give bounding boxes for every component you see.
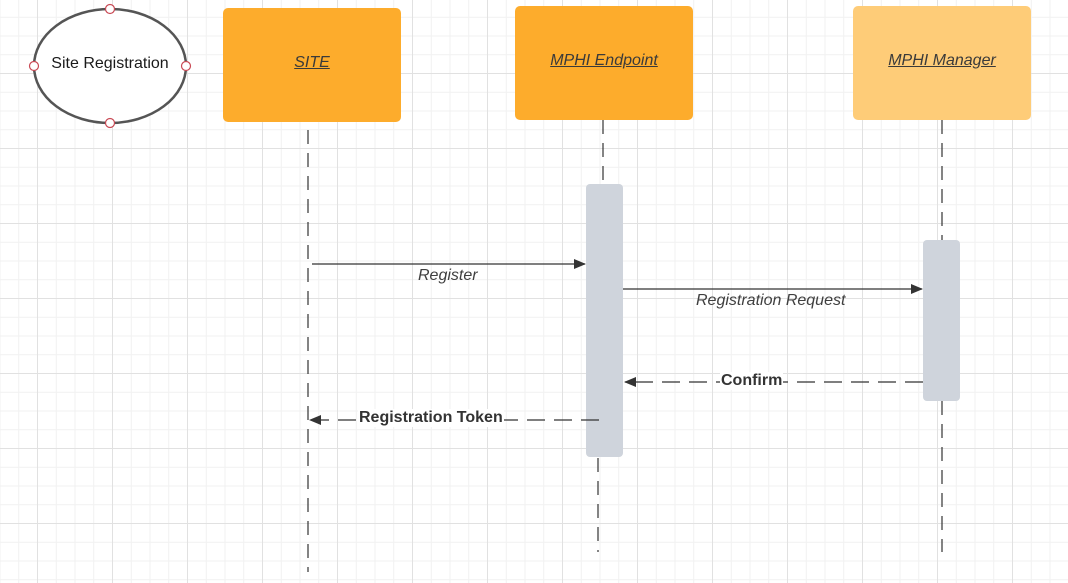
actor-site-label: SITE — [294, 54, 330, 71]
connection-point-left[interactable] — [28, 60, 40, 72]
actor-site[interactable]: SITE — [223, 8, 401, 122]
connection-point-bottom[interactable] — [104, 117, 116, 129]
register-label: Register — [418, 267, 478, 284]
manager-activation-bar[interactable] — [923, 240, 960, 401]
site-registration-label: Site Registration — [51, 55, 169, 72]
registration-request-label: Registration Request — [696, 292, 846, 309]
connection-point-right[interactable] — [180, 60, 192, 72]
actor-mphi-endpoint[interactable]: MPHI Endpoint — [515, 6, 693, 120]
actor-mphi-manager[interactable]: MPHI Manager — [853, 6, 1031, 120]
actor-mphi-manager-label: MPHI Manager — [888, 52, 996, 69]
registration-token-label: Registration Token — [358, 409, 504, 427]
connection-point-top[interactable] — [104, 3, 116, 15]
endpoint-activation-bar[interactable] — [586, 184, 623, 457]
confirm-label: Confirm — [720, 372, 784, 390]
actor-mphi-endpoint-label: MPHI Endpoint — [550, 52, 658, 69]
